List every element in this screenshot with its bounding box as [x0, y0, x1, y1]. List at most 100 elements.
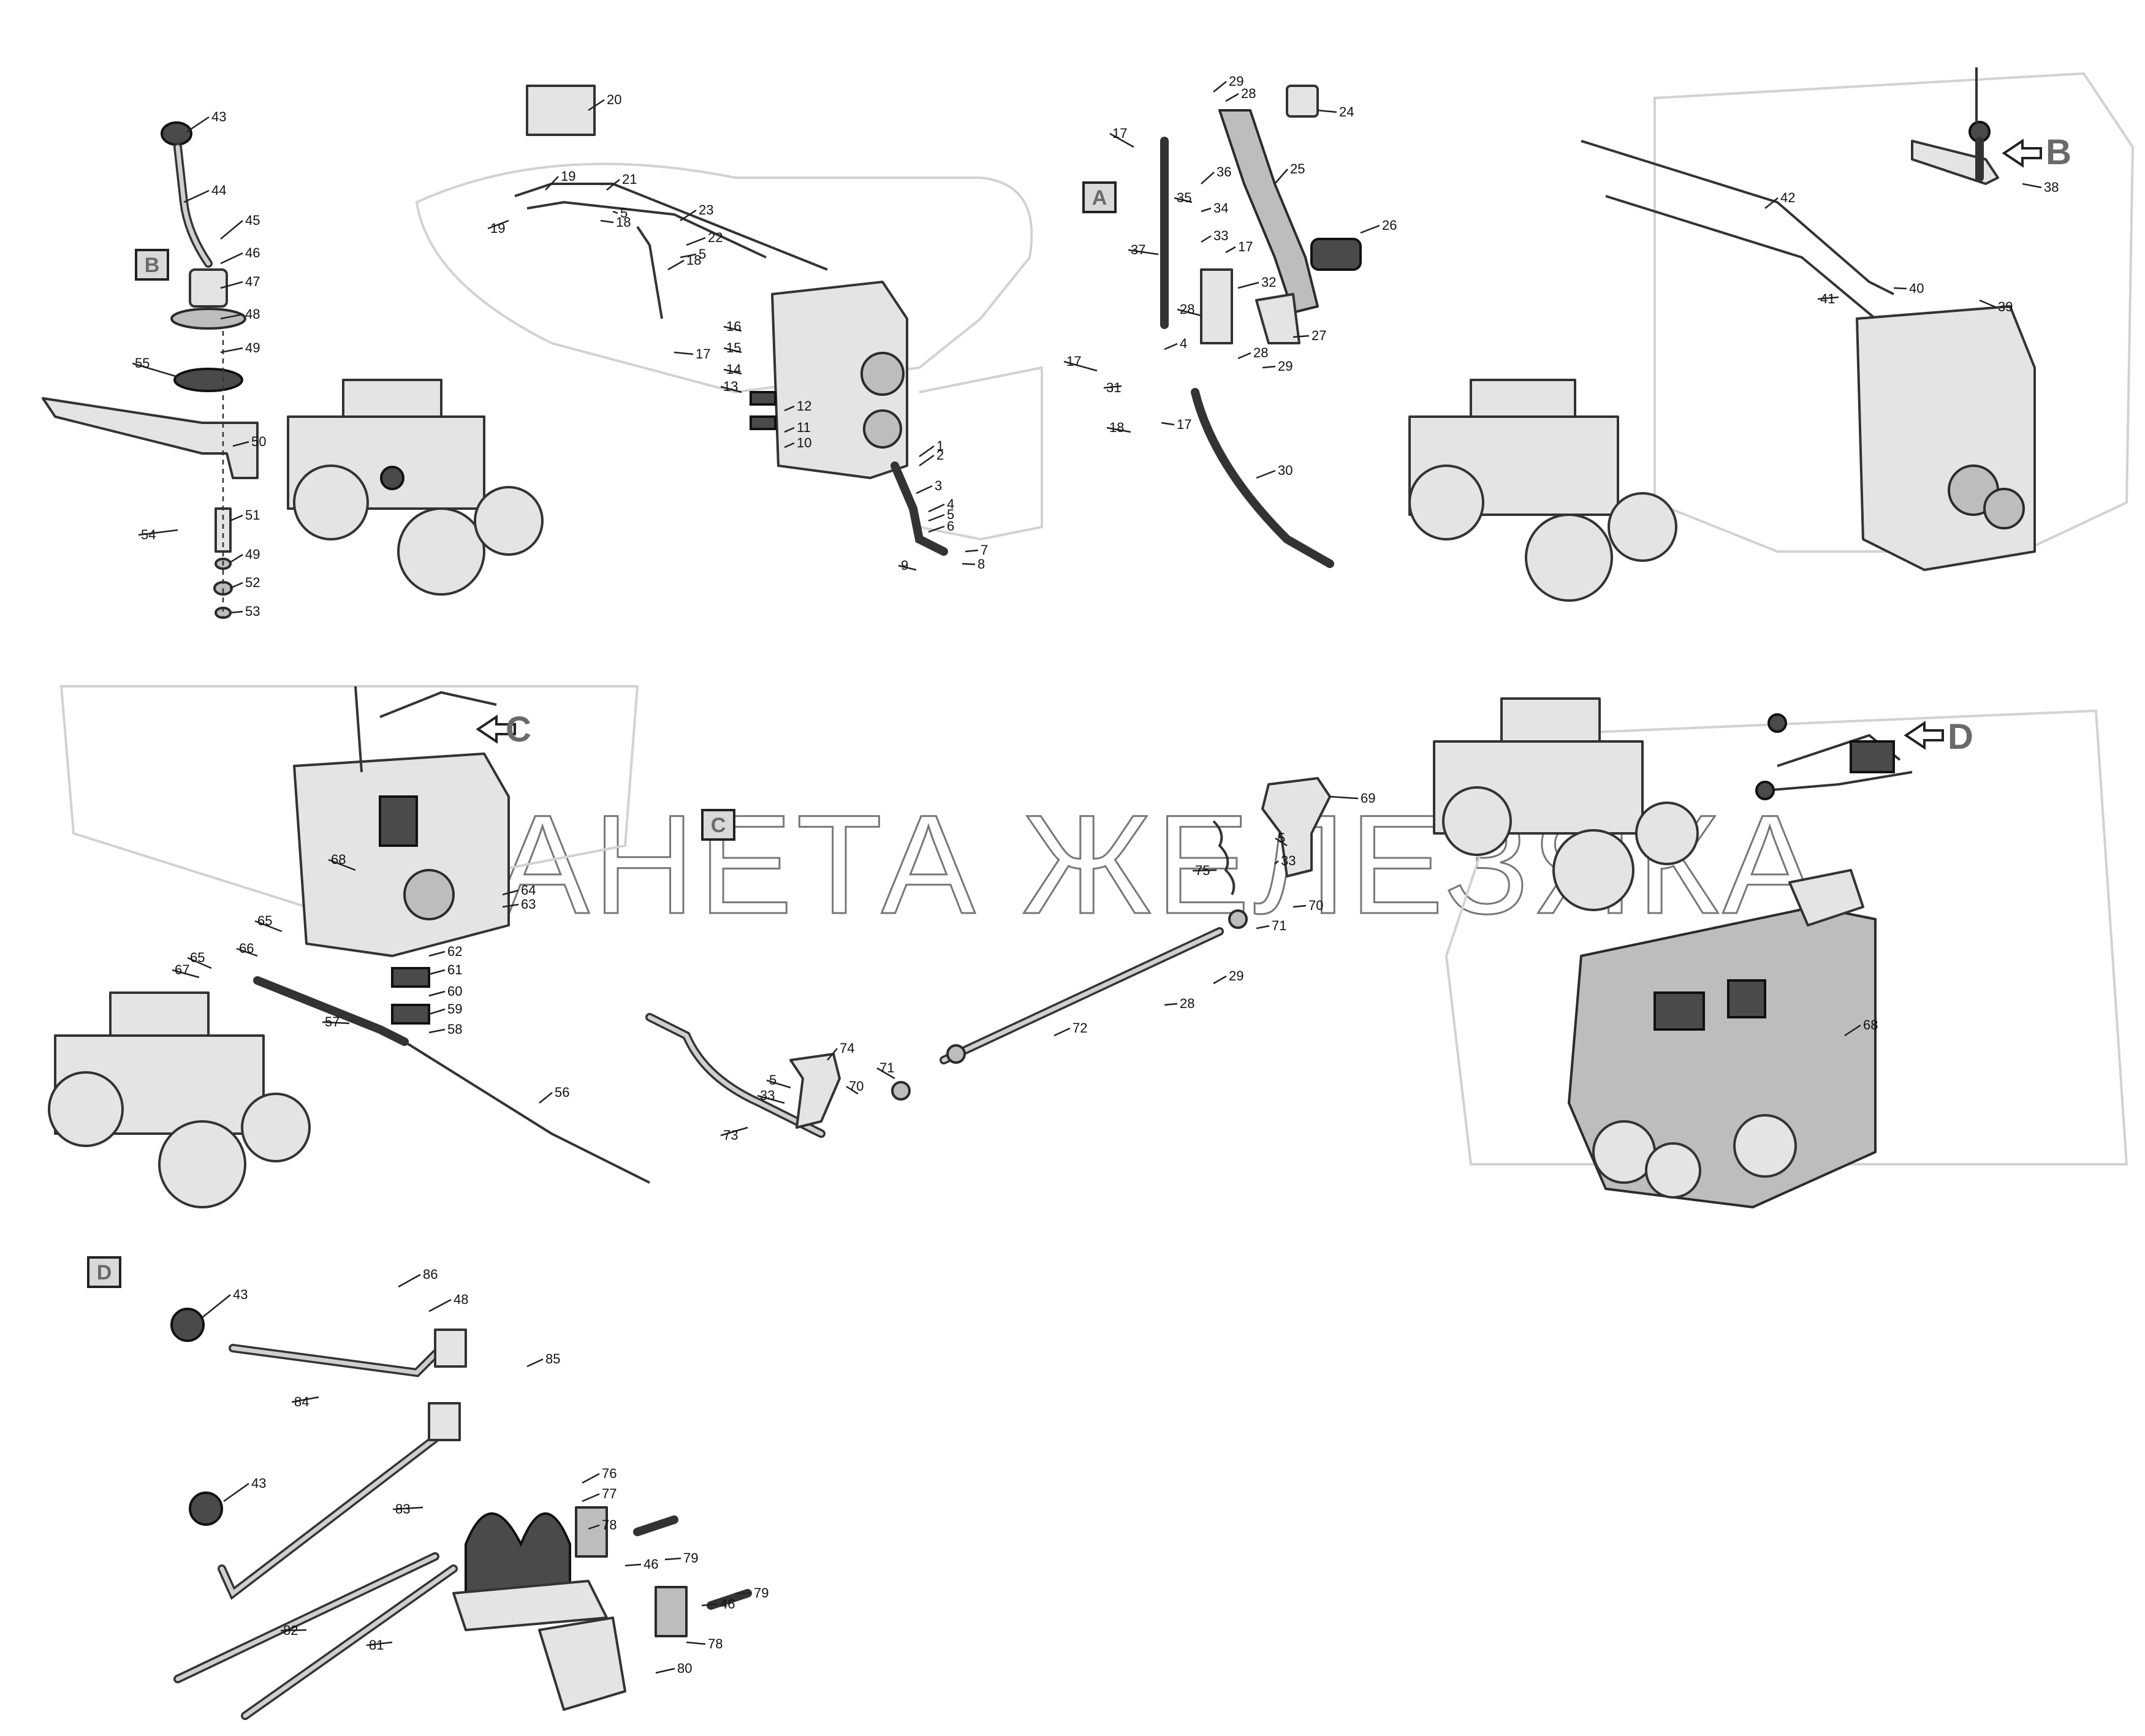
- callout-leader: [220, 313, 243, 320]
- pedal-pad: [1310, 238, 1362, 271]
- part-callout-5: 5: [947, 507, 954, 522]
- view-b-lever-assembly: B: [42, 121, 259, 619]
- part-callout-24: 24: [1339, 104, 1354, 119]
- part-callout-28: 28: [1180, 301, 1194, 317]
- callout-leader: [202, 1294, 231, 1318]
- pedal-arm: [1218, 109, 1319, 314]
- pedal-link-rod: [1191, 388, 1334, 568]
- callout-leader: [965, 549, 979, 553]
- svg-text:C: C: [506, 710, 531, 749]
- callout-leader: [1979, 299, 1996, 308]
- part-callout-23: 23: [699, 202, 713, 218]
- callout-leader: [428, 969, 446, 976]
- callout-leader: [1893, 287, 1907, 290]
- part-callout-78: 78: [708, 1636, 723, 1651]
- part-callout-61: 61: [447, 962, 462, 977]
- part-callout-7: 7: [981, 542, 988, 558]
- callout-leader: [1177, 308, 1202, 317]
- part-callout-4: 4: [947, 496, 954, 512]
- part-callout-19: 19: [561, 169, 575, 184]
- part-callout-57: 57: [325, 1014, 340, 1029]
- spring-75: [1212, 820, 1236, 895]
- gearbox-housing-3: [293, 752, 510, 957]
- callout-leader: [1164, 343, 1178, 351]
- callout-leader: [236, 947, 258, 957]
- part-callout-75: 75: [1195, 863, 1210, 878]
- part-callout-18: 18: [616, 214, 631, 230]
- part-callout-5: 5: [769, 1072, 776, 1088]
- part-callout-81: 81: [369, 1637, 384, 1653]
- part-callout-69: 69: [1361, 790, 1375, 806]
- bracket-80: [538, 1617, 626, 1711]
- part-callout-78: 78: [602, 1517, 617, 1533]
- callout-leader: [1109, 132, 1134, 148]
- callout-leader: [280, 1629, 307, 1632]
- part-callout-5: 5: [1278, 830, 1285, 846]
- arrow-c: [476, 714, 516, 744]
- part-callout-5: 5: [620, 205, 628, 221]
- callout-leader: [229, 610, 243, 614]
- callout-leader: [1201, 172, 1215, 184]
- part-callout-68: 68: [1863, 1017, 1878, 1033]
- part-callout-43: 43: [233, 1287, 248, 1302]
- callout-leader: [1225, 246, 1236, 254]
- callout-leader: [680, 209, 697, 222]
- callout-leader: [686, 237, 706, 246]
- view-b-label: B: [145, 254, 160, 277]
- gearbox-top-center: [415, 85, 1043, 556]
- callout-leader: [428, 990, 446, 997]
- callout-leader: [1192, 869, 1217, 872]
- view-c-label-box: [701, 809, 735, 841]
- part-callout-17: 17: [1112, 126, 1127, 141]
- callout-leader: [784, 426, 795, 433]
- callout-leader: [223, 1482, 249, 1503]
- part-callout-25: 25: [1290, 161, 1305, 176]
- callout-leader: [1329, 795, 1359, 800]
- callout-leader: [1262, 365, 1276, 369]
- part-callout-85: 85: [545, 1351, 560, 1366]
- callout-leader: [1063, 360, 1098, 372]
- knob-43-b: [189, 1492, 223, 1526]
- lever-seal-ring: [173, 368, 243, 392]
- part-callout-56: 56: [555, 1085, 569, 1100]
- callout-leader: [1274, 169, 1288, 184]
- shift-fork-plate: [42, 397, 259, 479]
- callout-leader: [686, 1641, 706, 1645]
- knob-43-a: [170, 1308, 205, 1342]
- part-callout-33: 33: [1213, 228, 1228, 243]
- callout-leader: [612, 210, 618, 214]
- bracket-74: [789, 1053, 841, 1129]
- part-callout-46: 46: [720, 1596, 735, 1612]
- part-callout-14: 14: [726, 362, 741, 377]
- callout-leader: [172, 969, 200, 979]
- part-callout-37: 37: [1131, 242, 1145, 257]
- callout-leader: [723, 368, 742, 375]
- callout-leader: [1161, 422, 1175, 426]
- callout-leader: [1275, 837, 1288, 847]
- part-callout-20: 20: [607, 92, 621, 107]
- callout-leader: [328, 859, 356, 871]
- part-callout-54: 54: [141, 527, 156, 542]
- bracket-b: [1911, 140, 1999, 185]
- lever-boot: [189, 268, 228, 308]
- callout-leader: [428, 1028, 446, 1034]
- callout-leader: [928, 514, 945, 522]
- callout-leader: [526, 1358, 544, 1368]
- part-callout-62: 62: [447, 944, 462, 959]
- callout-leader: [1317, 109, 1337, 113]
- part-callout-11: 11: [797, 420, 811, 435]
- part-callout-8: 8: [978, 556, 985, 572]
- callout-leader: [1844, 1024, 1861, 1037]
- part-callout-6: 6: [947, 518, 954, 534]
- svg-text:D: D: [1948, 717, 1973, 757]
- callout-leader: [229, 514, 243, 522]
- callout-leader: [667, 259, 685, 271]
- callout-leader: [398, 1273, 421, 1288]
- part-callout-60: 60: [447, 984, 462, 999]
- plate-78-a: [575, 1506, 608, 1558]
- callout-leader: [1817, 296, 1839, 300]
- part-callout-1: 1: [936, 438, 944, 453]
- callout-leader: [600, 219, 614, 224]
- callout-leader: [1164, 1003, 1178, 1006]
- part-callout-4: 4: [1180, 336, 1187, 351]
